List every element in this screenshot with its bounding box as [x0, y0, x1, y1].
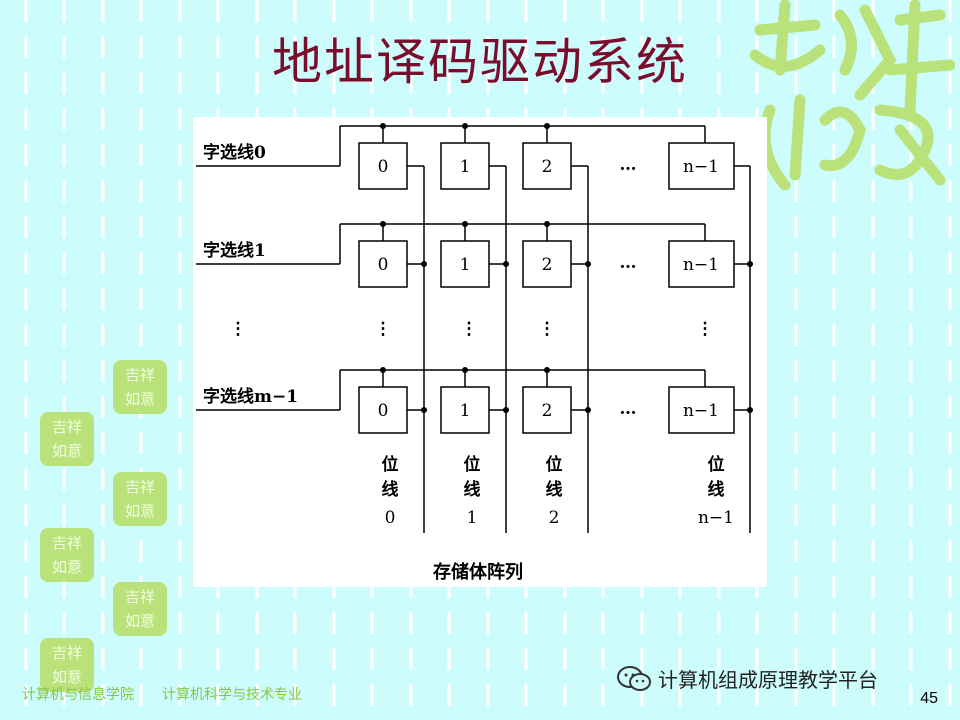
cell-label: 1 — [460, 255, 471, 275]
memory-cell — [668, 142, 735, 190]
memory-cell — [440, 142, 490, 190]
memory-cell — [668, 386, 735, 434]
bit-line-label: 线 — [546, 479, 563, 500]
bit-line-label: 位 — [464, 454, 481, 475]
bit-line-label: 线 — [464, 479, 481, 500]
memory-cell — [668, 240, 735, 288]
cell-label: 2 — [542, 157, 553, 177]
bit-line-index: 2 — [549, 508, 560, 528]
footer-major: 计算机科学与技术专业 — [162, 687, 302, 703]
horizontal-ellipsis: … — [620, 399, 637, 419]
vertical-ellipsis: ⋮ — [697, 319, 714, 339]
memory-cell — [522, 142, 572, 190]
vertical-ellipsis: ⋮ — [539, 319, 556, 339]
decorative-stamp: 吉祥如意 — [40, 528, 94, 582]
memory-cell — [522, 240, 572, 288]
memory-cell — [358, 240, 408, 288]
page-number: 45 — [920, 690, 938, 707]
memory-cell — [522, 386, 572, 434]
cell-label: n−1 — [683, 401, 719, 421]
cell-label: n−1 — [683, 255, 719, 275]
cell-label: 2 — [542, 255, 553, 275]
memory-cell — [358, 386, 408, 434]
cell-label: 1 — [460, 157, 471, 177]
footer-credits: 计算机与信息学院 计算机科学与技术专业 — [22, 684, 330, 704]
decorative-stamp: 吉祥如意 — [40, 638, 94, 692]
cell-label: 0 — [378, 401, 389, 421]
memory-array-diagram: 0 1 2 n−1 0 1 2 n−1 0 1 2 n−1 … … … ⋮ ⋮ … — [193, 117, 767, 587]
diagram-canvas: 0 1 2 n−1 0 1 2 n−1 0 1 2 n−1 … … … ⋮ ⋮ … — [196, 123, 753, 583]
bit-line-label: 线 — [382, 479, 399, 500]
array-caption: 存储体阵列 — [433, 561, 523, 583]
cell-label: n−1 — [683, 157, 719, 177]
cell-label: 0 — [378, 255, 389, 275]
word-line-label: 字选线1 — [203, 240, 266, 261]
horizontal-ellipsis: … — [620, 155, 637, 175]
footer-school: 计算机与信息学院 — [22, 687, 134, 703]
decorative-calligraphy-logo — [749, 0, 955, 190]
bit-line-label: 线 — [708, 479, 725, 500]
cell-label: 0 — [378, 157, 389, 177]
bit-line-label: 位 — [382, 454, 399, 475]
cell-label: 2 — [542, 401, 553, 421]
word-line-label: 字选线m−1 — [203, 386, 298, 407]
bit-line-index: 1 — [467, 508, 478, 528]
cell-label: 1 — [460, 401, 471, 421]
vertical-ellipsis: ⋮ — [461, 319, 478, 339]
wechat-icon — [617, 665, 651, 691]
memory-cell — [440, 240, 490, 288]
brand-name: 计算机组成原理教学平台 — [658, 668, 878, 692]
bit-line-label: 位 — [708, 454, 725, 475]
decorative-stamp: 吉祥如意 — [113, 472, 167, 526]
decorative-stamp: 吉祥如意 — [40, 412, 94, 466]
bit-line-label: 位 — [546, 454, 563, 475]
memory-cell — [358, 142, 408, 190]
vertical-ellipsis: ⋮ — [230, 319, 247, 339]
word-line-label: 字选线0 — [203, 142, 266, 163]
bit-line-index: n−1 — [698, 508, 734, 528]
brand-watermark: 计算机组成原理教学平台 — [616, 664, 878, 693]
vertical-ellipsis: ⋮ — [375, 319, 392, 339]
slide-title: 地址译码驱动系统 — [272, 33, 688, 91]
memory-cell — [440, 386, 490, 434]
horizontal-ellipsis: … — [620, 253, 637, 273]
decorative-stamp: 吉祥如意 — [113, 360, 167, 414]
bit-line-index: 0 — [385, 508, 396, 528]
decorative-stamp: 吉祥如意 — [113, 582, 167, 636]
